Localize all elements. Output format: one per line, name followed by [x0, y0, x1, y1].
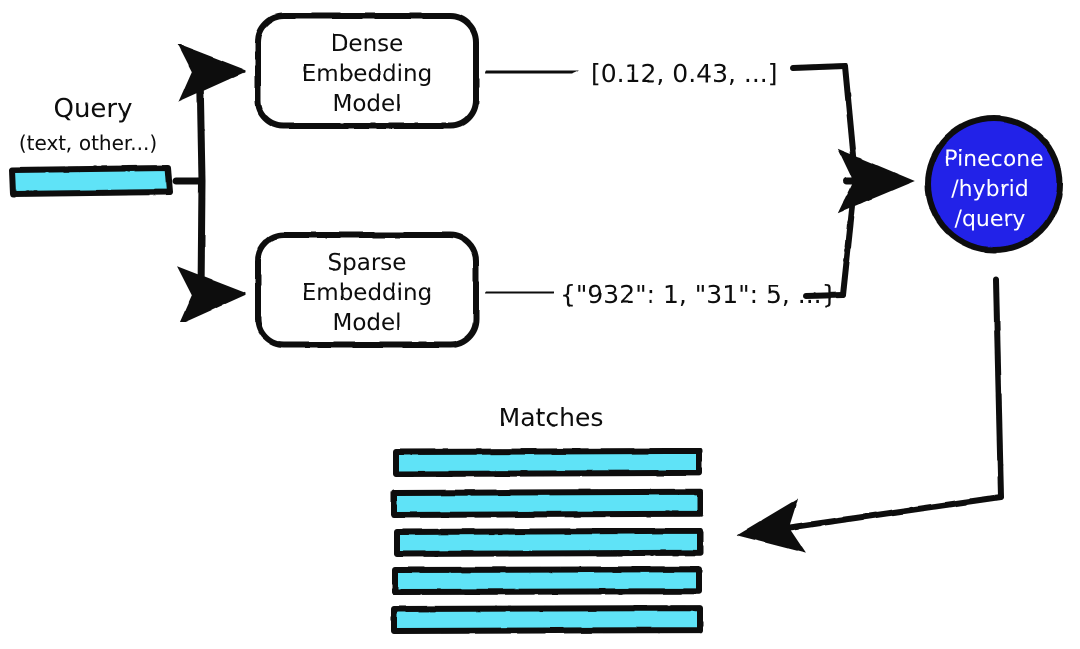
dense-model-to-vector-arrow [485, 43, 579, 102]
dense-embedding-model-box[interactable]: Dense Embedding Model [255, 13, 479, 129]
endpoint-to-matches-arrow [736, 277, 1004, 554]
query-sublabel: (text, other...) [19, 131, 157, 155]
query-bar [9, 165, 173, 197]
match-bar[interactable] [392, 566, 702, 595]
matches-label: Matches [499, 403, 604, 432]
match-bar[interactable] [391, 488, 703, 518]
branch-split-connector [172, 43, 248, 326]
match-bar-shape [394, 527, 703, 557]
matches-bar-list [391, 447, 703, 634]
merge-connector [790, 63, 915, 299]
endpoint-line1: Pinecone [944, 147, 1043, 172]
query-bar-shape [9, 165, 173, 197]
match-bar[interactable] [394, 527, 703, 557]
dense-vector-text: [0.12, 0.43, ...] [591, 59, 777, 88]
sparse-box-line1: Sparse [328, 250, 407, 276]
sparse-box-outline [255, 232, 479, 348]
match-bar-shape [392, 566, 702, 595]
sparse-embedding-model-box[interactable]: Sparse Embedding Model [255, 232, 479, 348]
match-bar[interactable] [393, 447, 702, 477]
match-bar[interactable] [391, 605, 703, 634]
match-bar-shape [391, 488, 703, 518]
dense-box-line1: Dense [331, 31, 404, 57]
sparse-box-line3: Model [332, 310, 401, 336]
dense-box-line3: Model [332, 91, 401, 117]
endpoint-circle-shape [925, 115, 1063, 253]
sparse-model-to-vector-arrow [485, 263, 557, 323]
endpoint-line3: /query [955, 207, 1026, 232]
match-bar-shape [391, 605, 703, 634]
match-bar-shape [393, 447, 702, 477]
query-label: Query [53, 94, 132, 124]
endpoint-line2: /hybrid [951, 177, 1028, 202]
dense-box-outline [255, 13, 479, 129]
pinecone-endpoint-circle[interactable]: Pinecone /hybrid /query [925, 115, 1063, 253]
sparse-vector-text: {"932": 1, "31": 5, ...} [560, 280, 838, 309]
sparse-box-line2: Embedding [302, 280, 432, 306]
dense-box-line2: Embedding [302, 61, 432, 87]
